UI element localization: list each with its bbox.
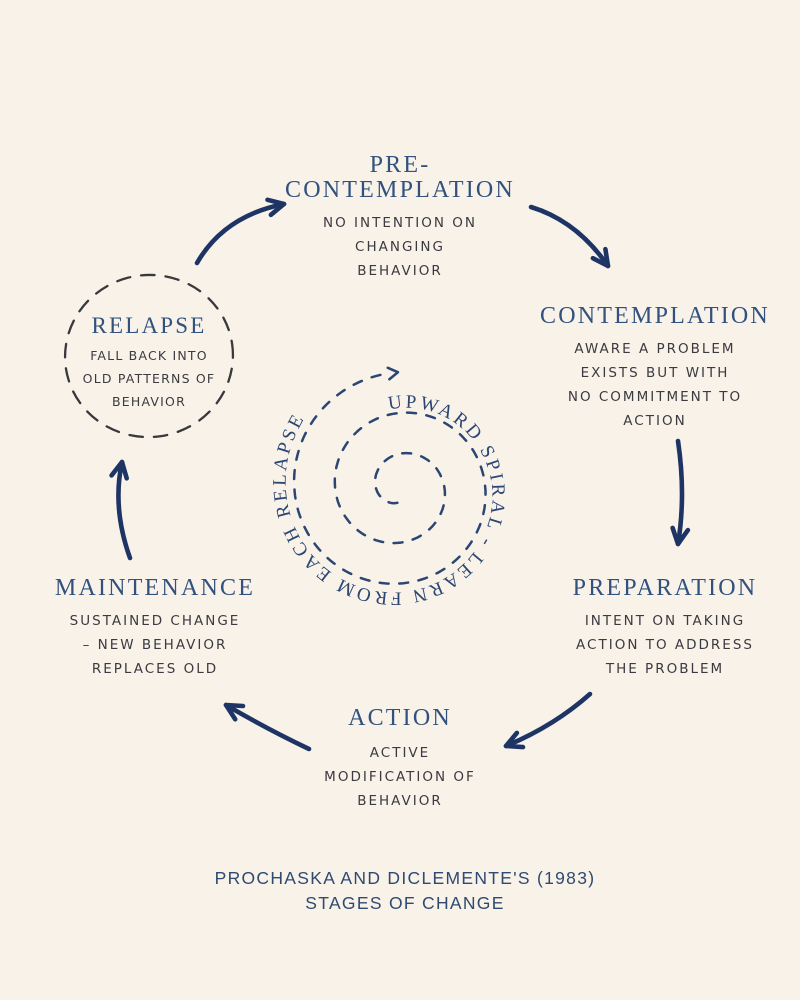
stage-relapse: RELAPSE FALL BACK INTO OLD PATTERNS OF B… [29, 314, 269, 413]
stage-description-line: BEHAVIOR [357, 263, 443, 279]
diagram-caption: PROCHASKA AND DICLEMENTE'S (1983) STAGES… [150, 866, 660, 916]
arrow-contemplation-to-preparation [670, 438, 691, 547]
arrow-maintenance-to-relapse [109, 459, 133, 561]
stage-description-line: BEHAVIOR [357, 793, 443, 809]
stage-description-line: THE PROBLEM [605, 661, 725, 677]
stage-action: ACTION ACTIVE MODIFICATION OF BEHAVIOR [250, 706, 550, 813]
stage-description: NO INTENTION ON CHANGING BEHAVIOR [240, 211, 560, 283]
stage-description: ACTIVE MODIFICATION OF BEHAVIOR [250, 741, 550, 813]
arrowhead [265, 197, 287, 218]
stage-description-line: CHANGING [355, 239, 445, 255]
stage-description-line: ACTION TO ADDRESS [576, 637, 754, 653]
arrowhead [109, 459, 129, 481]
stage-description-line: OLD PATTERNS OF [82, 371, 216, 386]
stage-description-line: NO INTENTION ON [323, 215, 477, 231]
stage-maintenance: MAINTENANCE SUSTAINED CHANGE – NEW BEHAV… [5, 576, 305, 681]
stage-pre-contemplation: PRE- CONTEMPLATION NO INTENTION ON CHANG… [240, 153, 560, 283]
spiral-label: UPWARD SPIRAL - LEARN FROM EACH RELAPSE [269, 391, 508, 608]
stage-title: RELAPSE [91, 313, 207, 338]
stage-description-line: BEHAVIOR [112, 394, 186, 409]
stage-description: AWARE A PROBLEM EXISTS BUT WITH NO COMMI… [505, 337, 800, 433]
stage-preparation: PREPARATION INTENT ON TAKING ACTION TO A… [515, 576, 800, 681]
stage-description-line: ACTIVE [369, 745, 431, 761]
stage-title: PREPARATION [572, 575, 758, 601]
relapse-dashed-circle [63, 273, 235, 439]
stage-description-line: AWARE A PROBLEM [574, 341, 736, 357]
arrow-preparation-to-action [503, 691, 593, 750]
stage-description-line: – NEW BEHAVIOR [82, 637, 228, 653]
stage-description-line: ACTION [623, 413, 687, 429]
stage-title-line: CONTEMPLATION [285, 177, 515, 203]
arrow-pre-contemplation-to-contemplation [528, 204, 611, 269]
stage-description-line: REPLACES OLD [91, 661, 219, 677]
spiral-arrowhead-group [386, 366, 400, 381]
stage-title: MAINTENANCE [54, 575, 256, 601]
stage-title: PRE- CONTEMPLATION [240, 153, 560, 203]
stage-description-line: SUSTAINED CHANGE [69, 613, 241, 629]
caption-line-1: PROCHASKA AND DICLEMENTE'S (1983) [214, 868, 596, 888]
arrow-action-to-maintenance [223, 702, 312, 752]
stage-description-line: NO COMMITMENT TO [567, 389, 743, 405]
arrow-relapse-to-pre-contemplation [194, 197, 287, 266]
stage-title: ACTION [348, 705, 452, 731]
arrowhead [590, 246, 611, 269]
stage-description-line: EXISTS BUT WITH [580, 365, 730, 381]
arrowhead [503, 730, 526, 750]
stage-description-line: MODIFICATION OF [324, 769, 476, 785]
arrowhead [223, 702, 246, 722]
stage-description: INTENT ON TAKING ACTION TO ADDRESS THE P… [515, 609, 800, 681]
arrowhead [670, 525, 691, 547]
stage-description-line: INTENT ON TAKING [584, 613, 746, 629]
stage-title-line: PRE- [369, 152, 431, 178]
stage-description: FALL BACK INTO OLD PATTERNS OF BEHAVIOR [29, 344, 269, 413]
arrowhead [386, 366, 400, 381]
upward-spiral [292, 372, 487, 585]
stage-contemplation: CONTEMPLATION AWARE A PROBLEM EXISTS BUT… [505, 304, 800, 433]
stage-title: CONTEMPLATION [540, 303, 770, 329]
stage-description: SUSTAINED CHANGE – NEW BEHAVIOR REPLACES… [5, 609, 305, 681]
caption-line-2: STAGES OF CHANGE [305, 893, 505, 913]
stage-description-line: FALL BACK INTO [90, 348, 208, 363]
